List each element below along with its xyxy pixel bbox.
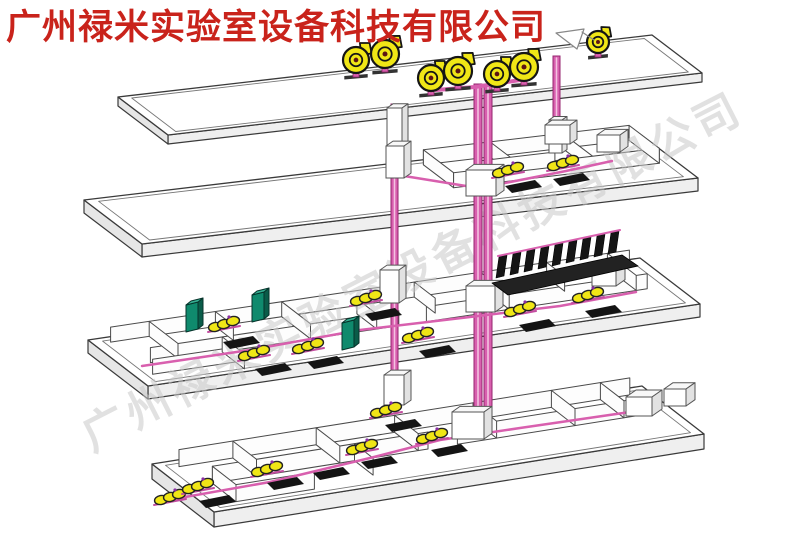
- support-column: [451, 405, 493, 440]
- exhaust-duct-horizontal: [166, 410, 632, 502]
- cabinet-icon: [251, 287, 270, 323]
- exhaust-duct-vertical: [483, 83, 493, 427]
- fume-hood-icon: [415, 427, 449, 445]
- support-column: [663, 382, 696, 407]
- lab-bench: [519, 319, 556, 332]
- support-column: [596, 128, 629, 153]
- fume-hood-icon: [503, 300, 537, 318]
- support-column: [544, 119, 578, 145]
- fume-hood-icon: [237, 344, 271, 362]
- partition-wall: [315, 427, 341, 464]
- fume-hood-icon: [181, 477, 215, 495]
- support-column: [625, 389, 663, 417]
- cabinet-icon: [341, 315, 360, 351]
- roof-fan-icon: [482, 56, 514, 94]
- fume-hood-icon: [491, 161, 525, 179]
- lab-bench: [255, 363, 292, 376]
- lab-bench: [419, 345, 456, 358]
- support-column: [386, 103, 409, 151]
- roof-fan-icon: [369, 35, 403, 75]
- partition-wall: [599, 382, 625, 419]
- lab-bench: [267, 477, 304, 490]
- support-column: [379, 264, 407, 304]
- fume-hood-icon: [349, 289, 383, 307]
- fume-hood-icon: [401, 326, 435, 344]
- lab-bench: [553, 173, 590, 186]
- fume-hood-icon: [207, 315, 241, 333]
- exhaust-duct-vertical: [473, 83, 483, 427]
- lab-bench: [585, 305, 622, 318]
- support-column: [383, 369, 412, 406]
- company-title: 广州禄米实验室设备科技有限公司: [6, 8, 547, 47]
- roof-fan-icon: [585, 26, 613, 60]
- fume-hood-icon: [345, 438, 379, 456]
- roof-fan-icon: [442, 52, 476, 92]
- fume-hood-icon: [546, 154, 580, 172]
- cabinet-icon: [185, 297, 204, 333]
- lab-bench: [365, 308, 402, 321]
- ducts-and-equipment: [140, 26, 696, 508]
- lab-bench: [313, 467, 350, 480]
- roof-fan-icon: [341, 42, 373, 80]
- fume-hood-icon: [369, 401, 403, 419]
- partition-wall: [628, 124, 660, 164]
- lab-bench: [361, 456, 398, 469]
- roof-fan-icon: [508, 48, 542, 88]
- lab-bench: [505, 180, 542, 193]
- partition-wall: [413, 281, 436, 314]
- support-column: [385, 140, 412, 179]
- lab-bench: [307, 356, 344, 369]
- lab-bench: [431, 444, 468, 457]
- lab-bench: [223, 336, 260, 349]
- roof-flag-icon: [555, 28, 595, 50]
- dark-hood-row: [491, 229, 639, 296]
- lab-bench: [199, 495, 236, 508]
- roof-fan-icon: [416, 60, 448, 98]
- lab-bench: [385, 419, 422, 432]
- partition-wall: [550, 389, 576, 427]
- fume-hood-icon: [571, 286, 605, 304]
- fume-hood-icon: [291, 337, 325, 355]
- fume-hood-icon: [250, 460, 284, 478]
